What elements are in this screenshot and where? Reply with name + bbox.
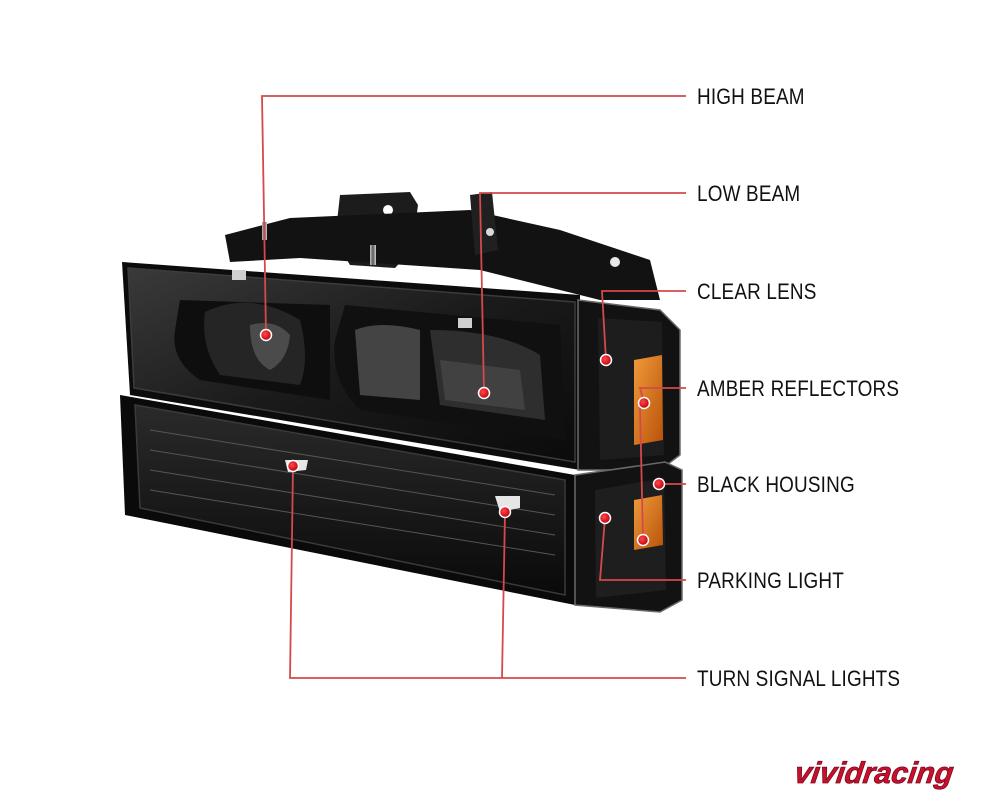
mounting-bracket <box>225 192 660 300</box>
callout-leader-lines <box>261 95 686 679</box>
callout-parking-light: PARKING LIGHT <box>697 568 844 593</box>
leader-low-beam <box>479 192 686 394</box>
headlight-housing <box>122 262 580 470</box>
leader-turn-signal-lights <box>289 465 686 679</box>
svg-text:vividracing: vividracing <box>796 757 956 790</box>
callout-black-housing: BLACK HOUSING <box>697 472 855 497</box>
leader-clear-lens <box>601 290 686 361</box>
callout-low-beam: LOW BEAM <box>697 181 801 206</box>
parking-light-bar <box>120 395 575 605</box>
leader-high-beam <box>261 95 686 336</box>
callout-markers <box>259 328 666 547</box>
leader-parking-light <box>599 517 686 581</box>
corner-lamp-lower <box>574 461 683 613</box>
callout-amber-reflectors: AMBER REFLECTORS <box>697 376 900 401</box>
leader-amber-reflectors-lower <box>639 405 644 541</box>
callout-turn-signal-lights: TURN SIGNAL LIGHTS <box>697 666 901 691</box>
callout-clear-lens: CLEAR LENS <box>697 279 817 304</box>
corner-lamp-upper <box>577 299 681 471</box>
leader-turn-signal-lights-right <box>501 511 506 679</box>
vividracing-logo: vividracing <box>796 757 956 791</box>
callout-high-beam: HIGH BEAM <box>697 84 805 109</box>
